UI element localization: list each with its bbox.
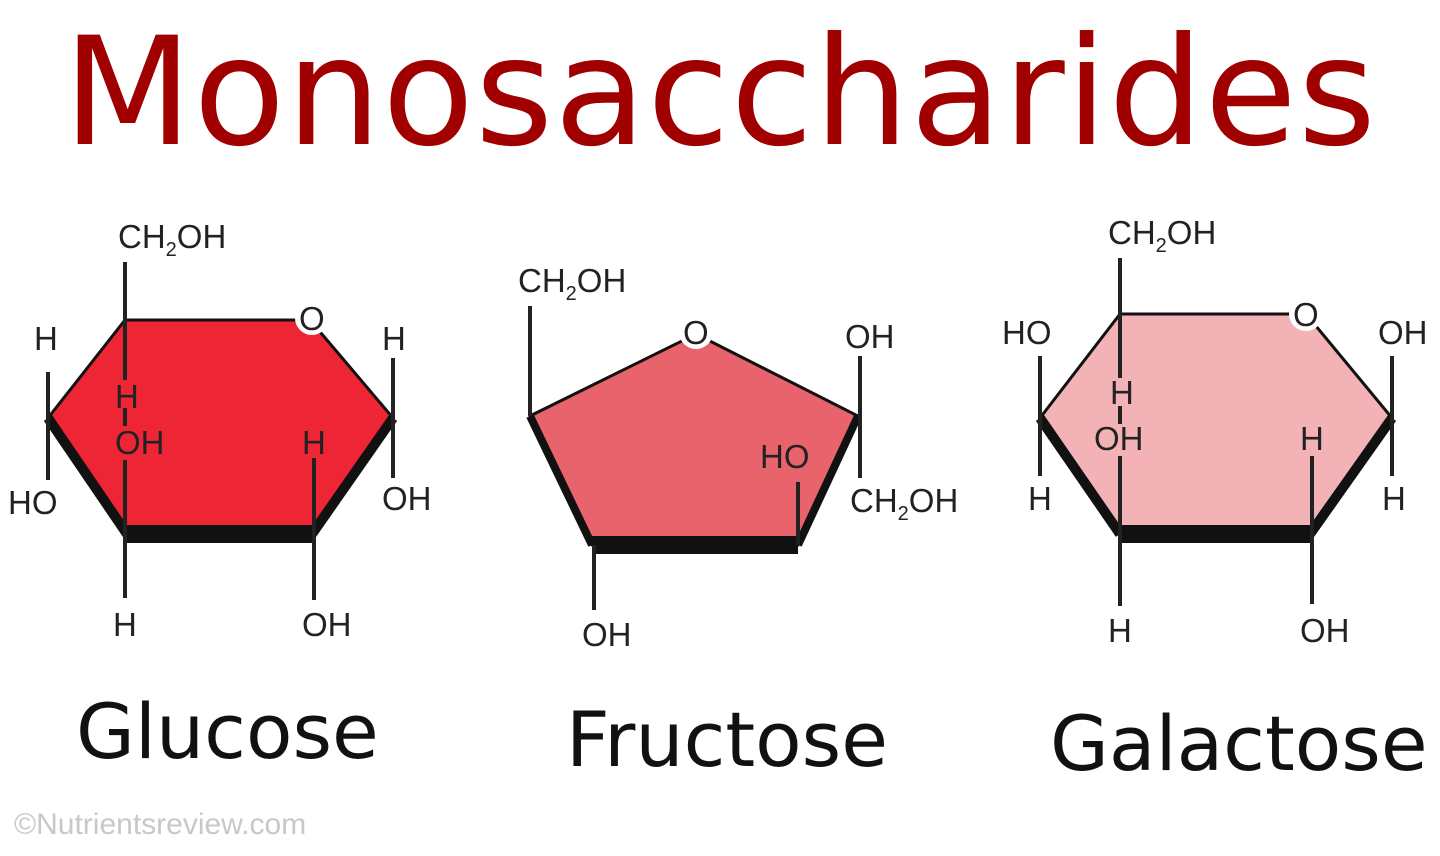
glucose-oh-label: OH xyxy=(382,480,432,517)
copyright-credit: ©Nutrientsreview.com xyxy=(14,808,307,841)
fructose-ho-label: HO xyxy=(760,438,810,475)
galactose-h-label: H xyxy=(1382,480,1406,517)
galactose-left-edge xyxy=(1035,415,1125,537)
glucose-oxygen-halo xyxy=(295,301,329,335)
galactose-ring-oxygen: O xyxy=(1293,296,1319,333)
page-title: Monosaccharides xyxy=(62,6,1378,180)
glucose-h-label: H xyxy=(382,320,406,357)
fructose-name: Fructose xyxy=(566,695,889,784)
galactose-oh-label: OH xyxy=(1378,314,1428,351)
glucose-oh-label: OH xyxy=(115,424,165,461)
glucose-h-label: H xyxy=(115,378,139,415)
galactose-name: Galactose xyxy=(1050,699,1428,788)
glucose-structure: CH2OH O H H H OH H HO OH H OH xyxy=(8,218,432,643)
glucose-bonds xyxy=(46,262,395,600)
fructose-structure: CH2OH O OH HO CH2OH OH xyxy=(518,262,958,653)
fructose-bonds xyxy=(528,306,862,610)
galactose-h-label: H xyxy=(1300,420,1324,457)
glucose-right-edge xyxy=(307,415,398,537)
glucose-oh-label: OH xyxy=(302,606,352,643)
galactose-h-label: H xyxy=(1028,480,1052,517)
fructose-ch2oh-label: CH2OH xyxy=(850,482,958,525)
glucose-h-label: H xyxy=(34,320,58,357)
galactose-bonds xyxy=(1038,258,1394,606)
fructose-oh-label: OH xyxy=(845,318,895,355)
fructose-right-edge xyxy=(794,414,862,547)
galactose-ch2oh-label: CH2OH xyxy=(1108,214,1216,257)
glucose-name: Glucose xyxy=(76,687,379,776)
galactose-h-label: H xyxy=(1108,612,1132,649)
galactose-right-edge xyxy=(1305,415,1397,537)
galactose-h-label: H xyxy=(1110,374,1134,411)
fructose-left-edge xyxy=(526,414,596,547)
galactose-oh-label: OH xyxy=(1300,612,1350,649)
fructose-ring-oxygen: O xyxy=(683,314,709,351)
glucose-h-label: H xyxy=(302,424,326,461)
galactose-oxygen-halo xyxy=(1289,297,1323,331)
glucose-ho-label: HO xyxy=(8,484,58,521)
glucose-left-edge xyxy=(43,415,132,537)
galactose-structure: CH2OH O HO OH H OH H H H H OH xyxy=(1002,214,1428,649)
galactose-ho-label: HO xyxy=(1002,314,1052,351)
fructose-oh-label: OH xyxy=(582,616,632,653)
glucose-ring-oxygen: O xyxy=(299,300,325,337)
glucose-ch2oh-label: CH2OH xyxy=(118,218,226,261)
fructose-oxygen-halo xyxy=(679,315,713,349)
galactose-oh-label: OH xyxy=(1094,420,1144,457)
glucose-h-label: H xyxy=(113,606,137,643)
fructose-ch2oh-label: CH2OH xyxy=(518,262,626,305)
